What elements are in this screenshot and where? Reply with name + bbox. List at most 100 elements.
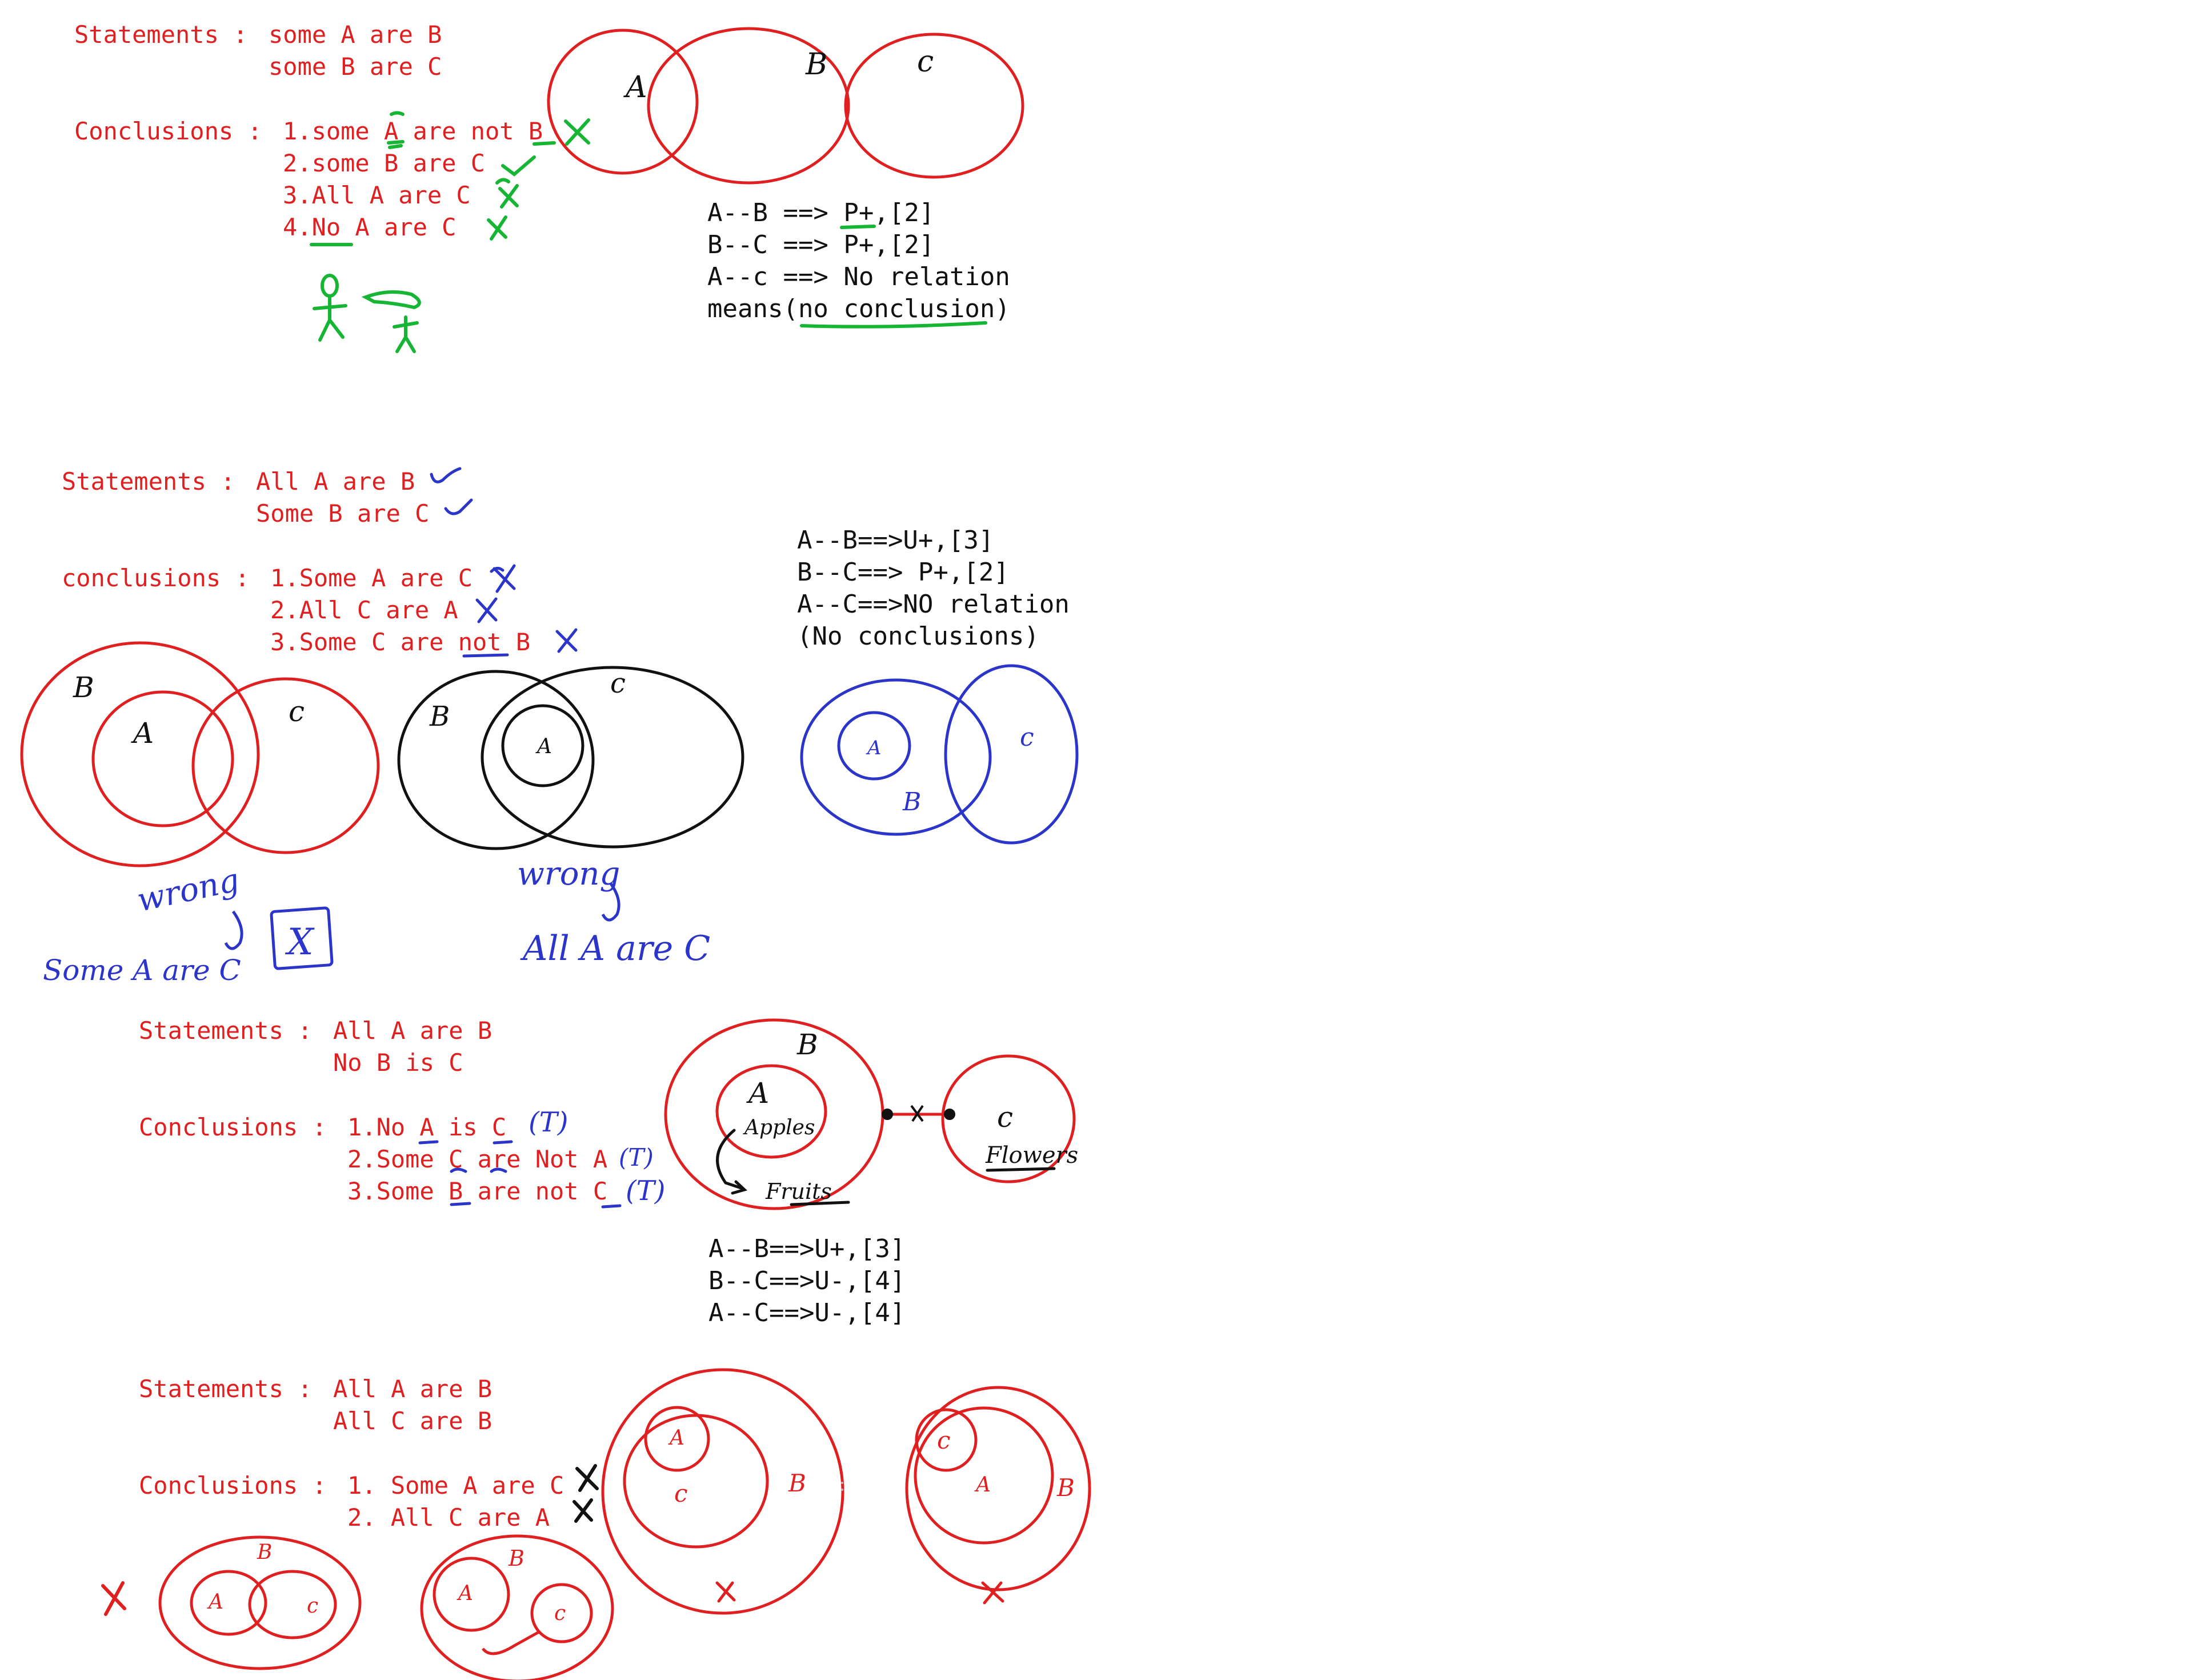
- circle-a: [190, 1570, 267, 1636]
- p2-red-venn-labels: B A c: [73, 671, 305, 750]
- p2-statements-label: Statements :: [62, 467, 235, 495]
- p1-conclusion-3: 3.All A are C: [283, 181, 471, 209]
- p1-relation-underlines: [800, 225, 987, 329]
- circle-a: [433, 1557, 510, 1632]
- cross-mark-icon: [101, 1581, 126, 1616]
- p3-connector-marks: [882, 1105, 955, 1122]
- p4-black-marks: [572, 1464, 599, 1523]
- cross-mark-icon: [575, 1464, 599, 1492]
- p1-statement-2: some B are C: [269, 53, 442, 81]
- note-wrong-1: wrong: [134, 862, 242, 919]
- label-a: A: [668, 1426, 684, 1450]
- problem-1: Statements : some A are B some B are C C…: [74, 21, 1024, 353]
- underline-mark: [450, 1202, 471, 1206]
- cross-mark-icon: [910, 1105, 924, 1122]
- circle-a: [501, 704, 584, 787]
- label-c: c: [674, 1479, 688, 1507]
- tilde-mark: [388, 144, 403, 149]
- stick-figure-icon: [313, 295, 347, 342]
- p1-relation-4: means(no conclusion): [707, 294, 1010, 323]
- label-a: A: [974, 1473, 991, 1497]
- label-flowers: Flowers: [985, 1142, 1078, 1169]
- circle-c: [844, 33, 1024, 179]
- circle-b: [647, 27, 850, 185]
- check-mark-icon: [444, 498, 473, 515]
- p2-conclusion-3: 3.Some C are not B: [270, 628, 530, 656]
- underline-mark: [418, 1140, 439, 1145]
- circle-a: [715, 1064, 827, 1159]
- p2-conclusions-label: conclusions :: [62, 564, 250, 592]
- label-apples: Apples: [743, 1116, 815, 1139]
- check-mark-icon: [430, 467, 462, 483]
- label-b: B: [257, 1541, 272, 1564]
- hook-stroke: [224, 910, 243, 950]
- cross-mark-icon: [572, 1498, 593, 1523]
- circle-b: [20, 641, 260, 867]
- cross-mark-icon: [490, 564, 516, 593]
- label-b: B: [429, 701, 450, 733]
- p4-red-cross-3: [715, 1581, 736, 1603]
- p1-relation-2: B--C ==> P+,[2]: [707, 230, 934, 259]
- p3-statement-1: All A are B: [333, 1017, 492, 1045]
- p3-statement-2: No B is C: [333, 1049, 463, 1077]
- p1-relation-3: A--c ==> No relation: [707, 262, 1010, 291]
- circle-a: [547, 29, 699, 175]
- label-a: A: [535, 735, 552, 758]
- cross-mark-icon: [555, 628, 578, 653]
- p4-diagram-1-labels: B A c: [207, 1541, 318, 1618]
- cross-mark-icon: [498, 184, 519, 209]
- cross-mark-icon: [981, 1581, 1004, 1605]
- circle-c: [944, 664, 1079, 845]
- underline-mark: [533, 141, 556, 146]
- dot: [944, 1109, 955, 1120]
- p3-underlines: [418, 1140, 622, 1209]
- hook-stroke: [601, 882, 620, 922]
- circle-b: [420, 1534, 614, 1680]
- p4-diagram-4: [905, 1386, 1091, 1591]
- p4-statement-2: All C are B: [333, 1407, 492, 1435]
- true-mark: (T): [529, 1106, 568, 1138]
- problem-2: Statements : All A are B Some B are C co…: [20, 467, 1079, 987]
- label-fruits: Fruits: [765, 1179, 832, 1204]
- p2-black-venn-labels: B A c: [429, 667, 626, 758]
- p1-conclusion-1: 1.some A are not B: [283, 117, 543, 145]
- p1-conclusions-label: Conclusions :: [74, 117, 262, 145]
- p2-statement-2: Some B are C: [256, 499, 429, 527]
- problem-3: Statements : All A are B No B is C Concl…: [139, 1017, 1078, 1327]
- p4-statement-1: All A are B: [333, 1375, 492, 1403]
- p4-diagram-1: [158, 1535, 362, 1670]
- problem-3-text: Statements : All A are B No B is C Concl…: [139, 1017, 607, 1205]
- p4-diagram-4-labels: c A B: [937, 1426, 1075, 1502]
- p2-black-venn: [397, 666, 744, 850]
- arrow-stroke: [482, 1630, 541, 1655]
- p2-red-venn: [20, 641, 380, 867]
- label-a: A: [866, 737, 882, 759]
- label-a: A: [623, 70, 647, 105]
- stick-figure-icon: [321, 274, 339, 298]
- p2-conclusion-2: 2.All C are A: [270, 596, 458, 624]
- p3-relation-1: A--B==>U+,[3]: [708, 1234, 905, 1263]
- problem-1-text: Statements : some A are B some B are C C…: [74, 21, 543, 241]
- p1-green-annotations: [310, 111, 590, 353]
- problem-4-text: Statements : All A are B All C are B Con…: [139, 1375, 564, 1531]
- circle-c: [248, 1570, 337, 1639]
- circle-c: [915, 1408, 978, 1472]
- p2-relations: A--B==>U+,[3] B--C==> P+,[2] A--C==>NO r…: [797, 526, 1070, 651]
- note-wrong-2: wrong: [517, 855, 620, 893]
- p1-relations: A--B ==> P+,[2] B--C ==> P+,[2] A--c ==>…: [707, 198, 1010, 323]
- underline-mark: [790, 1201, 850, 1206]
- p1-venn-labels: A B c: [623, 45, 934, 105]
- circle-a: [644, 1406, 710, 1472]
- underline-mark: [493, 1140, 513, 1145]
- tilde-mark: [450, 1167, 467, 1173]
- label-a: A: [457, 1582, 473, 1605]
- p2-blue-venn-labels: A B c: [866, 723, 1034, 817]
- label-c: c: [307, 1594, 318, 1618]
- true-mark: (T): [626, 1175, 665, 1207]
- p1-statements-label: Statements :: [74, 21, 247, 49]
- p2-statement-1: All A are B: [256, 467, 415, 495]
- p3-conclusion-2: 2.Some C are Not A: [347, 1145, 607, 1173]
- problem-2-text: Statements : All A are B Some B are C co…: [62, 467, 530, 656]
- p2-note-shapes: [224, 882, 620, 970]
